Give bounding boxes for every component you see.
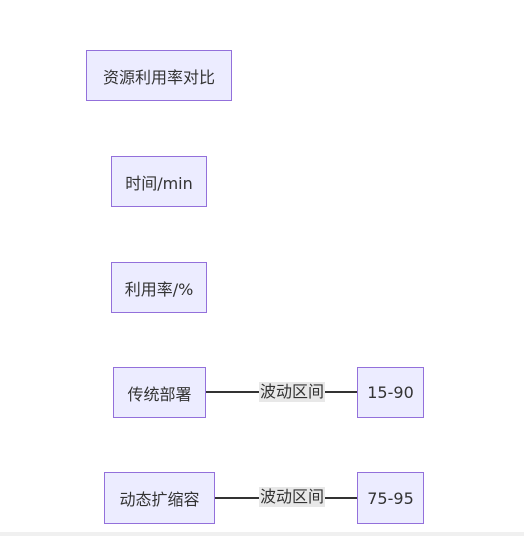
node-time: 时间/min — [111, 156, 207, 207]
node-title: 资源利用率对比 — [86, 50, 232, 101]
node-range-traditional-label: 15-90 — [367, 383, 414, 402]
node-range-traditional: 15-90 — [357, 367, 424, 418]
node-dynamic: 动态扩缩容 — [104, 472, 215, 524]
node-traditional-label: 传统部署 — [127, 384, 192, 404]
node-traditional: 传统部署 — [113, 367, 206, 418]
node-range-dynamic-label: 75-95 — [367, 488, 414, 508]
node-time-label: 时间/min — [125, 173, 193, 193]
node-dynamic-label: 动态扩缩容 — [119, 490, 200, 509]
node-utilization: 利用率/% — [111, 262, 207, 313]
node-title-label: 资源利用率对比 — [102, 67, 215, 87]
bottom-scroll-bar — [0, 532, 524, 536]
edge-traditional-label: 波动区间 — [259, 382, 326, 402]
node-range-dynamic: 75-95 — [357, 472, 424, 524]
node-utilization-label: 利用率/% — [124, 279, 194, 299]
edge-dynamic-label: 波动区间 — [259, 487, 326, 507]
